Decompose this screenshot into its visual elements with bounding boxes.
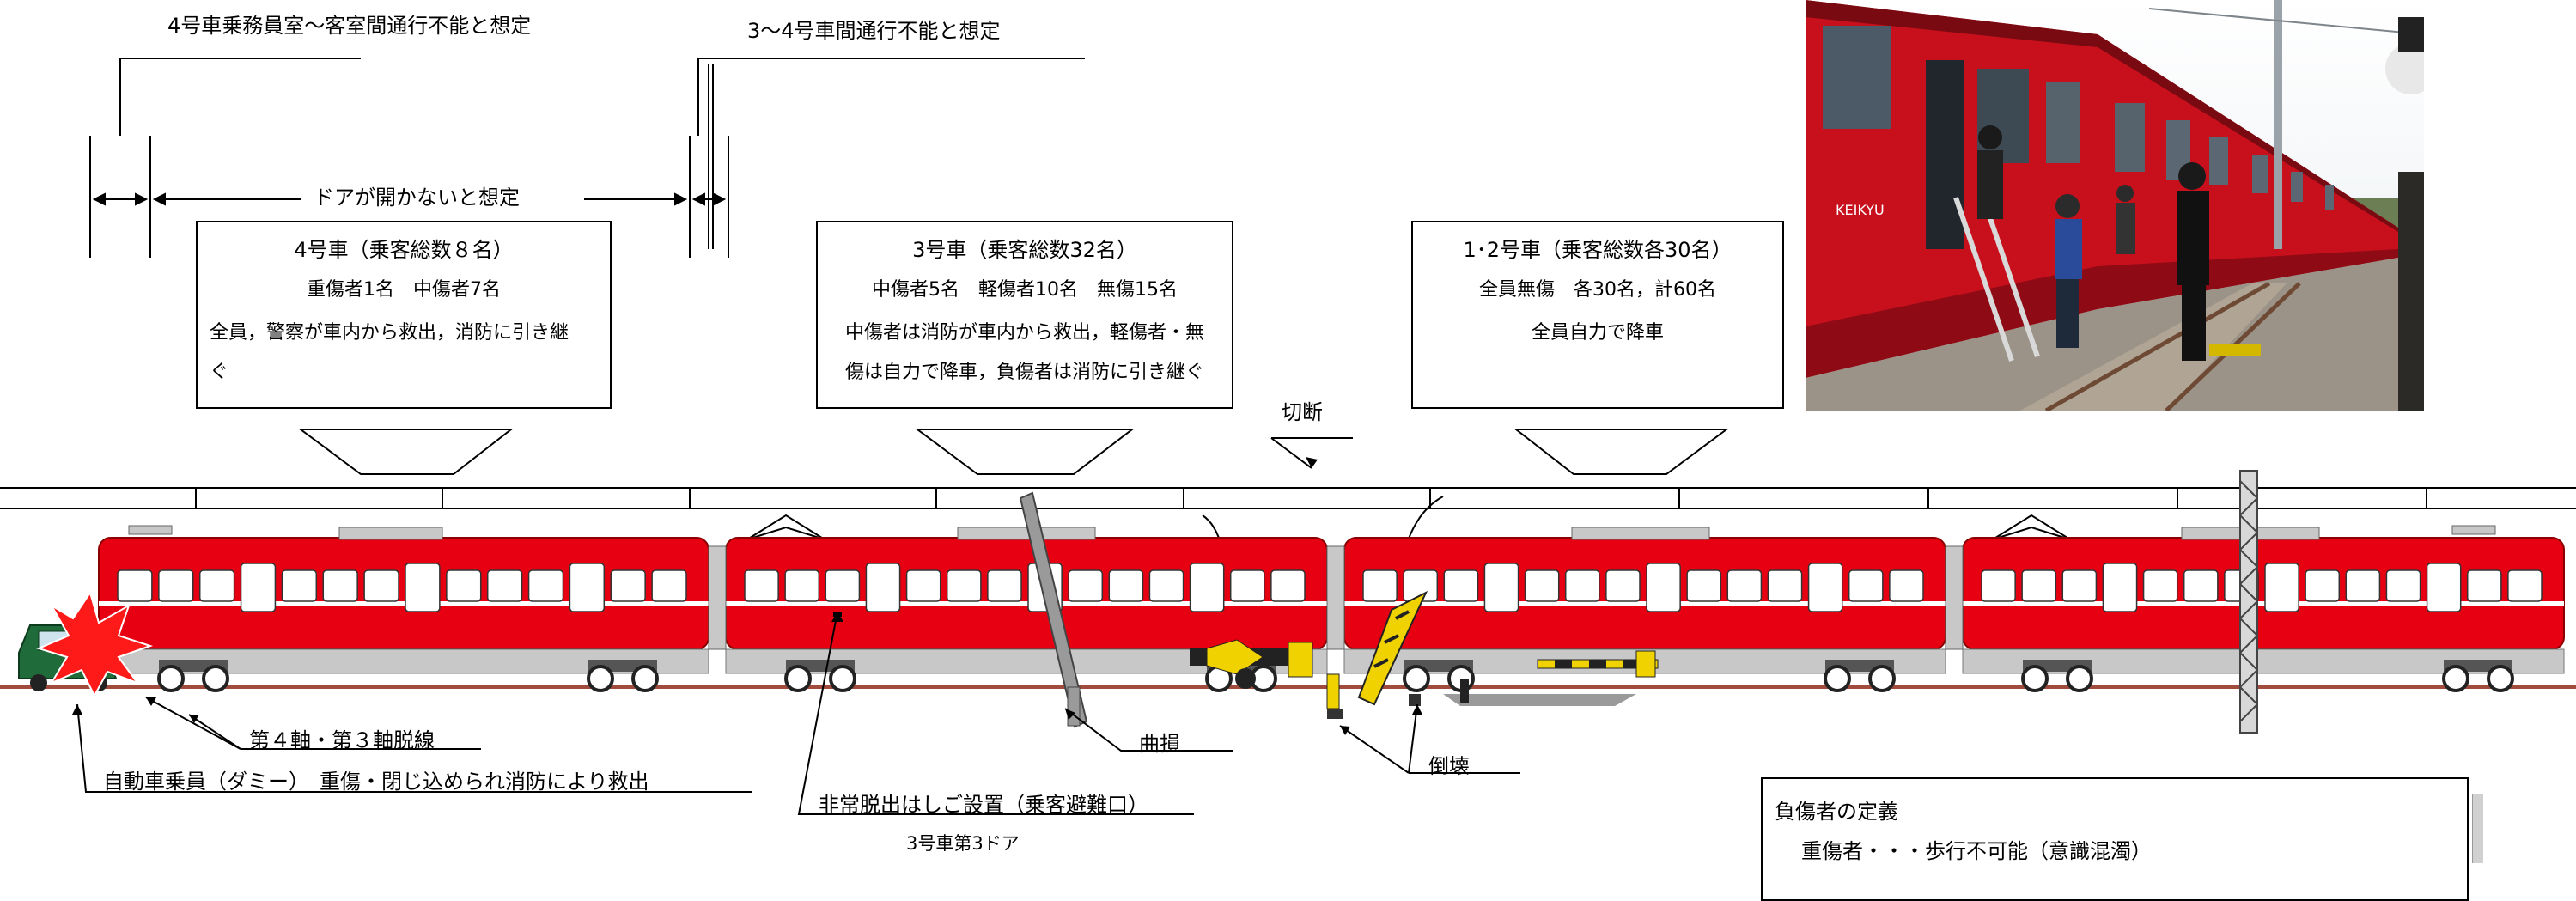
car3-line2: 中傷者は消防が車内から救出，軽傷者・無: [844, 322, 1204, 344]
collapse-label: 倒壊: [1428, 754, 1470, 778]
car4-line1: 重傷者1名 中傷者7名: [307, 279, 501, 301]
car-window: [281, 569, 318, 602]
car-window: [744, 569, 779, 602]
car12-line2: 全員自力で降車: [1531, 322, 1664, 344]
car-window: [1726, 569, 1763, 602]
car3-title: 3号車（乗客総数32名）: [912, 238, 1137, 262]
car-door: [569, 563, 606, 612]
car-window: [1889, 569, 1924, 602]
auto-driver-label: 自動車乗員（ダミー） 重傷・閉じ込められ消防により救出: [103, 770, 649, 794]
car-window: [527, 569, 564, 602]
car-window: [2021, 569, 2057, 602]
doors-not-open-label: ドアが開かないと想定: [314, 186, 520, 210]
car-window: [610, 569, 646, 602]
car-door: [240, 563, 277, 612]
bent-label: 曲損: [1139, 732, 1180, 756]
car-door: [1646, 563, 1681, 612]
car-window: [363, 569, 399, 602]
bogie: [2442, 660, 2514, 692]
car-window: [446, 569, 482, 602]
car-window: [2305, 569, 2341, 602]
car-window: [1068, 569, 1104, 602]
car4-title: 4号車（乗客総数８名）: [294, 238, 514, 262]
car-window: [322, 569, 358, 602]
car-window: [2507, 569, 2543, 602]
car-window: [946, 569, 982, 602]
car-window: [1443, 569, 1479, 602]
car-door: [405, 563, 441, 612]
car-window: [2183, 569, 2219, 602]
car-door: [2102, 563, 2138, 612]
car-window: [2466, 569, 2502, 602]
definition-title: 負傷者の定義: [1775, 800, 1898, 824]
cut-label: 切断: [1282, 400, 1323, 424]
car3-line3: 傷は自力で降車，負傷者は消防に引き継ぐ: [844, 362, 1204, 383]
car-door: [865, 563, 901, 612]
car-window: [1108, 569, 1144, 602]
car-window: [1229, 569, 1265, 602]
ladder-door-label: 3号車第3ドア: [906, 833, 1020, 854]
collapsed-crossing: [1190, 590, 1659, 719]
bogie: [1824, 660, 1896, 692]
car-window: [825, 569, 861, 602]
car-window: [1524, 569, 1560, 602]
car-door: [1807, 563, 1843, 612]
car-door: [2426, 563, 2462, 612]
car12-info-box: 1･2号車（乗客総数各30名） 全員無傷 各30名，計60名 全員自力で降車: [1411, 221, 1784, 409]
bogie: [2021, 660, 2093, 692]
car-window: [117, 569, 153, 602]
car-window: [1981, 569, 2016, 602]
car3-line1: 中傷者5名 軽傷者10名 無傷15名: [872, 279, 1178, 301]
bent-pole: [1019, 491, 1088, 728]
car-window: [2385, 569, 2421, 602]
car-window: [486, 569, 523, 602]
lattice-pole: [2239, 470, 2258, 734]
impact-burst-icon: [36, 590, 154, 698]
car4-line2: 全員，警察が車内から救出，消防に引き継: [210, 322, 569, 344]
car4-crew-label: 4号車乗務員室～客室間通行不能と想定: [167, 14, 532, 38]
car-window: [1564, 569, 1600, 602]
bogie: [1403, 660, 1475, 692]
derailment-schematic: [0, 58, 2576, 815]
car-window: [651, 569, 687, 602]
car-door: [1189, 563, 1225, 612]
definition-line1: 重傷者・・・歩行不可能（意識混濁）: [1801, 839, 2152, 863]
car-window: [2061, 569, 2098, 602]
car-door: [1483, 563, 1519, 612]
bogie: [157, 660, 229, 692]
car34-gangway-label: 3～4号車間通行不能と想定: [747, 19, 1001, 43]
car-window: [1686, 569, 1722, 602]
car4-info-box: 4号車（乗客総数８名） 重傷者1名 中傷者7名 全員，警察が車内から救出，消防に…: [196, 221, 612, 409]
bogie: [587, 660, 659, 692]
car-window: [987, 569, 1022, 602]
car-window: [1848, 569, 1884, 602]
car-window: [2345, 569, 2381, 602]
car3-info-box: 3号車（乗客総数32名） 中傷者5名 軽傷者10名 無傷15名 中傷者は消防が車…: [816, 221, 1233, 409]
car-window: [1605, 569, 1641, 602]
car12-title: 1･2号車（乗客総数各30名）: [1463, 238, 1733, 262]
car-window: [905, 569, 941, 602]
car-window: [158, 569, 194, 602]
car-window: [1767, 569, 1803, 602]
car-window: [2142, 569, 2178, 602]
car-door: [2264, 563, 2299, 612]
definition-box-scrollbar: [2472, 794, 2483, 863]
ladder-label: 非常脱出はしご設置（乗客避難口）: [819, 793, 1148, 817]
car12-line1: 全員無傷 各30名，計60名: [1479, 279, 1716, 301]
car-window: [784, 569, 820, 602]
bogie: [784, 660, 856, 692]
car-window: [198, 569, 235, 602]
evacuation-drill-photo: KEIKYU: [1806, 0, 2424, 411]
car-window: [1148, 569, 1184, 602]
car-window: [1362, 569, 1398, 602]
car-window: [1270, 569, 1306, 602]
photo-keikyu-logo: KEIKYU: [1836, 202, 1885, 218]
car4-line3: ぐ: [210, 362, 229, 383]
